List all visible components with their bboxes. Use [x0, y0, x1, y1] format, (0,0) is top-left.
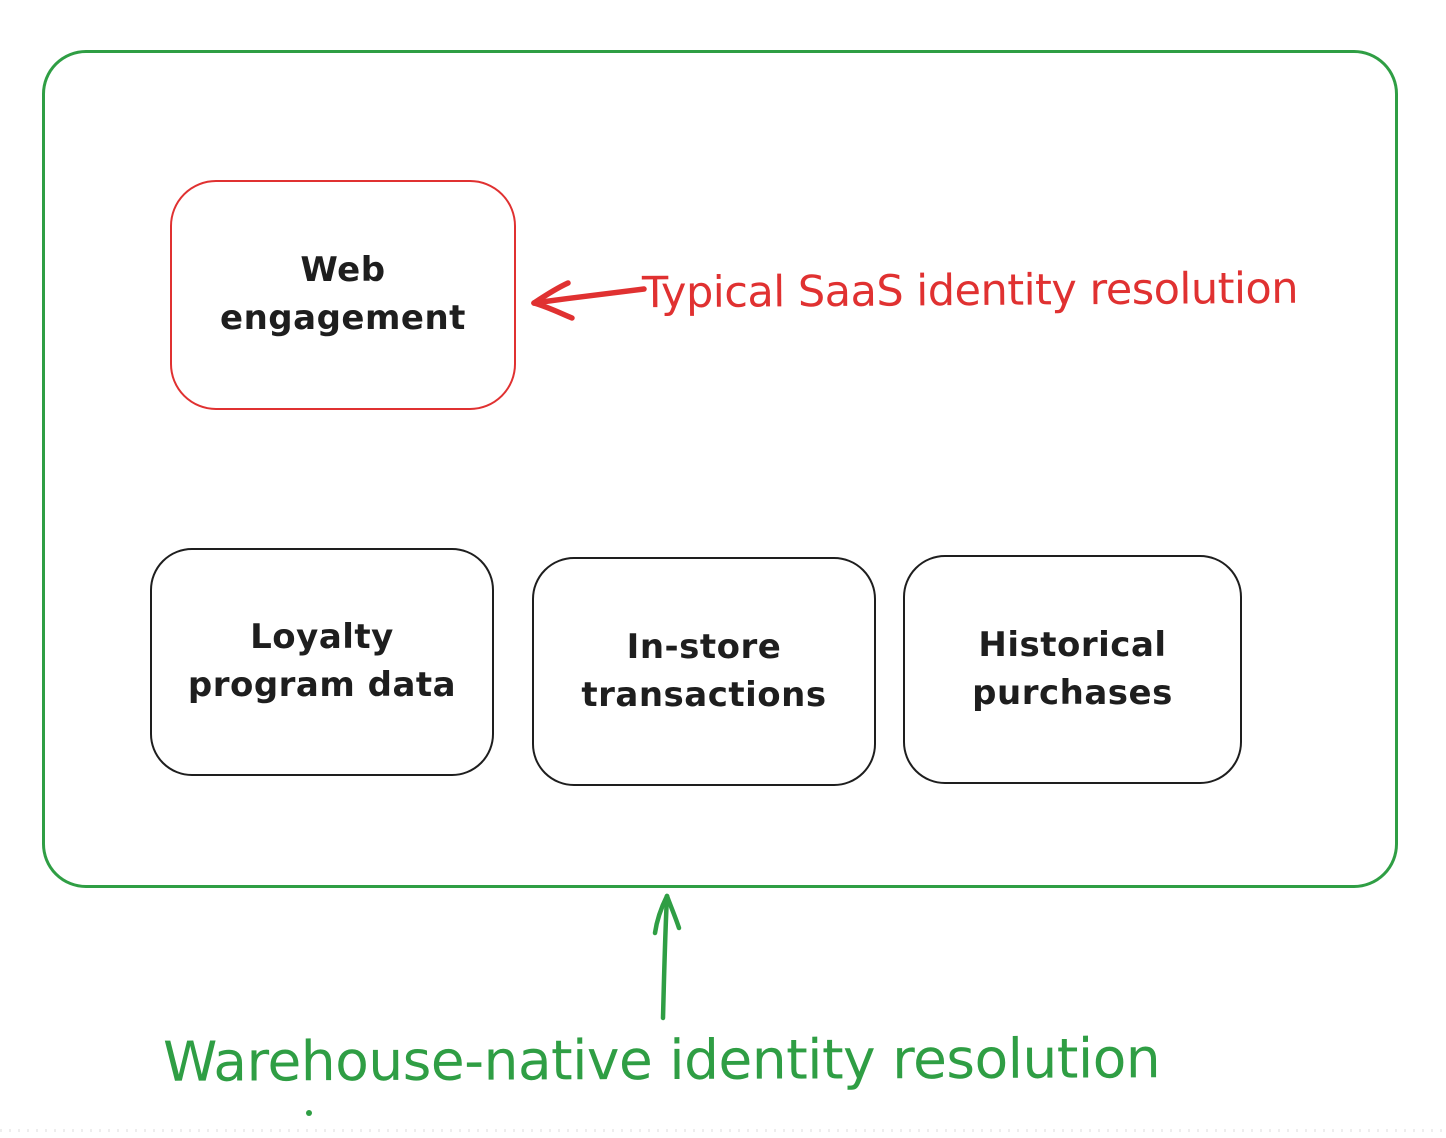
node-historical-purchases: Historical purchases — [903, 555, 1242, 784]
warehouse-annotation-label: Warehouse-native identity resolution — [162, 1026, 1161, 1094]
node-web-engagement-label: Web engagement — [220, 250, 466, 338]
bottom-dotted-edge — [0, 1129, 1446, 1132]
node-in-store-transactions-label: In-store transactions — [581, 626, 827, 715]
node-loyalty-program-data: Loyalty program data — [150, 548, 494, 776]
saas-annotation-label: Typical SaaS identity resolution — [641, 263, 1299, 319]
stray-green-dot — [306, 1110, 312, 1116]
node-loyalty-program-data-label: Loyalty program data — [187, 617, 457, 705]
node-historical-purchases-label: Historical purchases — [972, 624, 1173, 713]
node-in-store-transactions: In-store transactions — [532, 557, 876, 786]
warehouse-arrow-up-icon — [652, 893, 682, 1021]
node-web-engagement: Web engagement — [170, 180, 516, 410]
saas-arrow-left-icon — [531, 280, 647, 321]
warehouse-boundary-box — [42, 50, 1398, 888]
